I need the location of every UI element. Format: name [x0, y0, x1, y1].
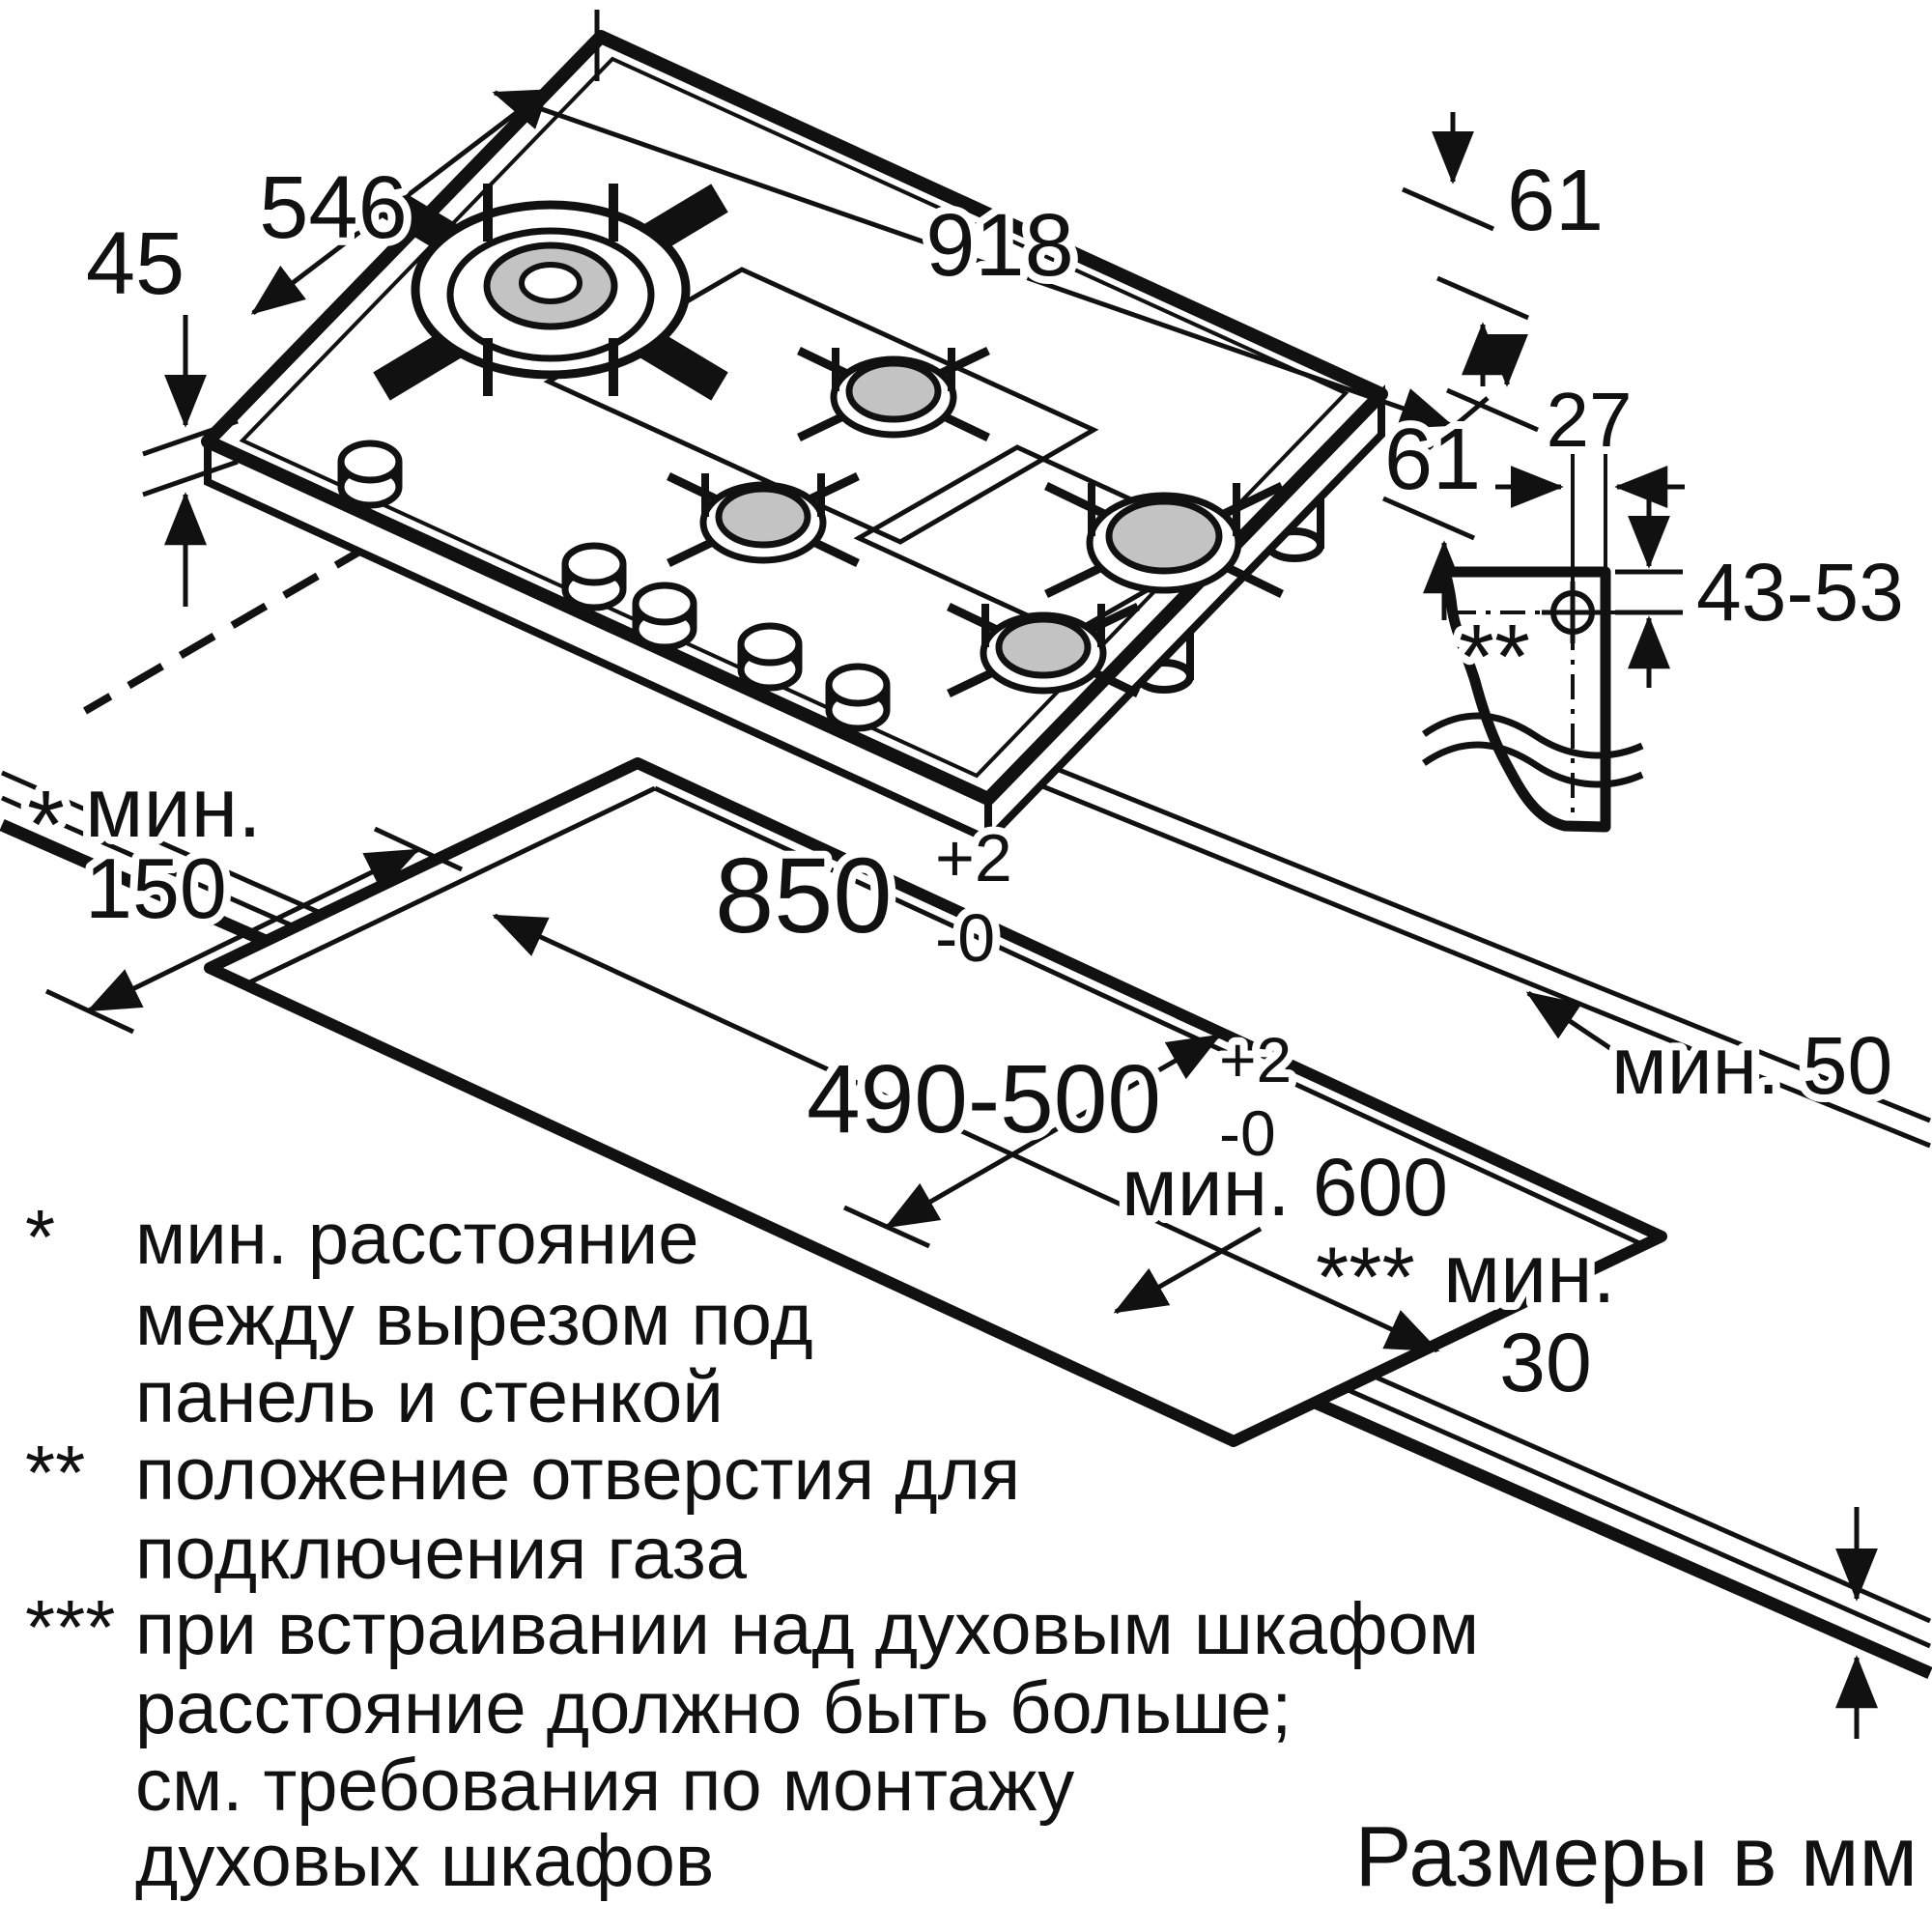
footnote-line: мин. расстояние	[135, 1198, 699, 1280]
label-gas-y: 43-53	[1696, 547, 1904, 638]
footnote-line: между вырезом под	[135, 1279, 813, 1361]
footnotes: * мин. расстояние между вырезом под пане…	[25, 1194, 1479, 1902]
dimension-cutout-depth	[842, 1013, 1264, 1249]
burner-medium	[1044, 481, 1284, 599]
min-oven-marker: ***	[1316, 1229, 1415, 1324]
hob-top-surface	[201, 30, 1388, 806]
footnote-line: духовых шкафов	[135, 1820, 714, 1902]
knob	[737, 622, 803, 692]
label-detail-marker: **	[1459, 606, 1530, 708]
footnote-line: см. требования по монтажу	[135, 1745, 1074, 1827]
knob	[632, 582, 697, 651]
cutout-depth-tol-minus: -0	[1219, 1097, 1276, 1169]
gas-connection-detail	[1422, 454, 1685, 833]
knob	[825, 663, 891, 732]
cutout-length-tol-plus: +2	[935, 820, 1012, 895]
footnote-line: подключения газа	[135, 1513, 748, 1595]
dimension-offset-back	[1402, 112, 1529, 386]
dimension-min-50-leader	[1525, 990, 1636, 1067]
label-min-back: мин. 50	[1611, 1020, 1892, 1111]
min-left-marker: *	[27, 771, 65, 879]
label-hob-depth: 546	[259, 158, 408, 257]
cutout-length-value: 850	[715, 837, 893, 955]
min-oven-label: мин.	[1443, 1228, 1616, 1321]
label-hob-height: 45	[86, 214, 185, 313]
hob-corner-profile	[1439, 566, 1611, 833]
burner-small	[947, 602, 1140, 698]
footnote-line: панель и стенкой	[135, 1356, 724, 1438]
footnote-line: положение отверстия для	[135, 1434, 1020, 1516]
label-offset-front: 61	[1384, 412, 1481, 508]
hob-isometric-view	[201, 30, 1388, 849]
gas-connection-point	[1542, 582, 1604, 643]
label-hob-width: 918	[925, 196, 1074, 295]
break-line	[1422, 712, 1644, 759]
burner-wok	[373, 184, 728, 401]
footnote-line: расстояние должно быть больше;	[135, 1667, 1292, 1749]
dimension-min-150	[44, 826, 464, 1035]
label-min-oven: *** мин. 30	[1308, 1220, 1624, 1417]
burner-small	[667, 471, 860, 568]
control-knobs	[337, 440, 891, 732]
label-cutout-length: 850 +2 -0	[707, 812, 1020, 983]
label-min-front: мин. 600	[1122, 1142, 1448, 1233]
min-oven-value: 30	[1499, 1317, 1592, 1409]
label-cutout-depth: 490-500 +2 -0	[799, 1016, 1299, 1177]
knob	[337, 440, 403, 509]
cutout-depth-value: 490-500	[807, 1045, 1161, 1153]
dimension-gas-x	[1495, 454, 1685, 572]
break-line	[1422, 741, 1644, 788]
label-gas-x: 27	[1547, 377, 1633, 463]
dimension-hob-height	[142, 315, 239, 607]
footnote-line: при встраивании над духовым шкафом	[135, 1588, 1479, 1670]
min-left-label: мин.	[85, 759, 262, 855]
cutout-length-tol-minus: -0	[935, 900, 995, 976]
min-left-value: 150	[85, 840, 227, 936]
label-offset-back: 61	[1507, 153, 1604, 249]
footnote-marker: **	[25, 1430, 85, 1516]
dimension-hob-width	[492, 10, 1490, 464]
label-min-left: * мин. 150	[19, 752, 270, 944]
knob	[561, 542, 627, 611]
units-note: Размеры в мм	[1355, 1808, 1918, 1904]
dimension-hob-depth	[250, 66, 578, 315]
footnote-marker: ***	[25, 1584, 115, 1670]
dimension-gas-y	[1615, 497, 1683, 688]
cutout-depth-tol-plus: +2	[1219, 1024, 1292, 1095]
footnote-marker: *	[25, 1194, 55, 1280]
dimension-min-600-leader	[1113, 1226, 1263, 1315]
